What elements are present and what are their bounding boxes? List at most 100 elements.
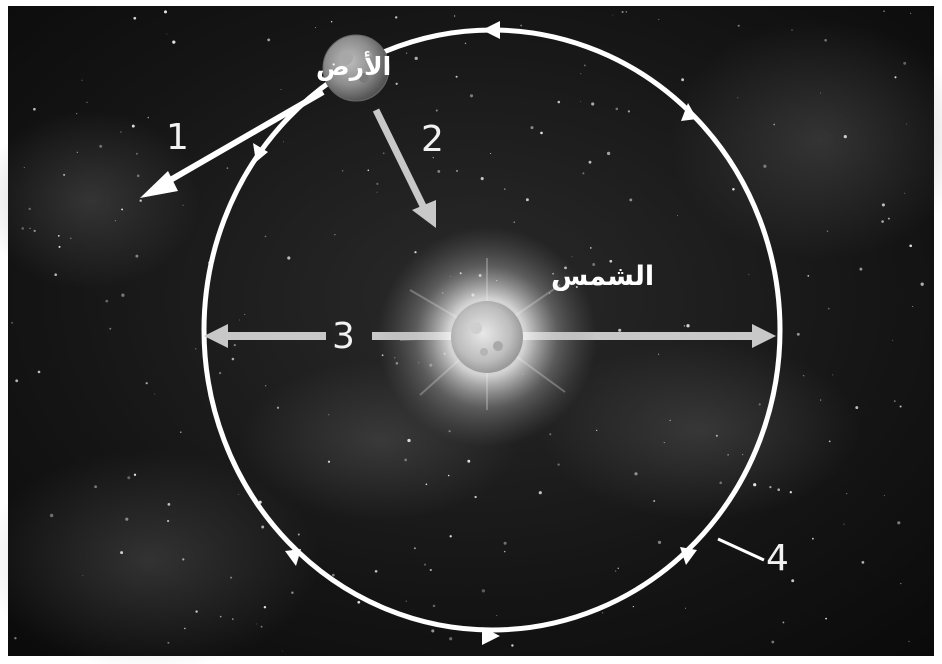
- star: [407, 438, 411, 443]
- star: [617, 567, 619, 569]
- star: [580, 101, 582, 102]
- star: [828, 440, 831, 443]
- star: [511, 644, 514, 647]
- star: [583, 64, 586, 67]
- star: [771, 640, 775, 644]
- star: [467, 459, 471, 463]
- star: [120, 551, 124, 555]
- star: [135, 152, 138, 155]
- star: [737, 24, 740, 27]
- star: [139, 199, 142, 202]
- star: [82, 575, 84, 577]
- star: [843, 134, 847, 139]
- star: [773, 123, 776, 126]
- star: [244, 313, 246, 315]
- arrowhead-icon: [482, 627, 500, 645]
- star: [900, 582, 902, 585]
- arrow-1-velocity: [140, 89, 325, 198]
- star: [629, 198, 633, 202]
- orbit-direction-arrows: [253, 21, 697, 645]
- star: [33, 107, 36, 111]
- star: [37, 370, 41, 374]
- star: [453, 15, 456, 17]
- diameter-3-label: 3: [332, 316, 355, 357]
- star: [715, 434, 718, 437]
- star: [86, 101, 88, 103]
- star: [789, 491, 792, 494]
- star: [843, 523, 845, 525]
- star: [663, 442, 665, 444]
- star: [615, 107, 619, 111]
- star: [903, 61, 907, 65]
- star: [232, 618, 234, 620]
- star: [557, 463, 560, 466]
- star: [796, 332, 800, 336]
- star: [769, 486, 772, 489]
- star: [413, 547, 416, 550]
- star: [824, 39, 827, 42]
- star: [414, 56, 418, 61]
- star: [681, 78, 685, 82]
- star: [367, 169, 370, 172]
- star: [127, 476, 131, 480]
- star: [133, 473, 137, 476]
- star: [658, 353, 660, 355]
- star: [76, 113, 78, 115]
- star: [76, 151, 78, 153]
- star: [167, 641, 170, 644]
- star: [437, 169, 441, 173]
- star: [525, 198, 529, 202]
- star: [449, 535, 452, 538]
- star: [627, 110, 631, 113]
- star: [908, 640, 910, 643]
- star: [881, 203, 885, 207]
- star: [753, 483, 757, 487]
- star: [481, 589, 486, 593]
- star: [63, 173, 66, 176]
- star: [812, 537, 814, 540]
- star: [21, 227, 25, 230]
- arrow-1-label: 1: [166, 117, 189, 158]
- star: [832, 374, 834, 376]
- star: [456, 169, 458, 172]
- star: [685, 607, 687, 609]
- star: [11, 321, 14, 324]
- star: [276, 406, 280, 409]
- star: [14, 636, 17, 640]
- star: [614, 570, 617, 572]
- star: [291, 591, 294, 594]
- star: [727, 454, 729, 456]
- star: [154, 393, 156, 395]
- star: [58, 245, 61, 248]
- star: [621, 10, 624, 14]
- star: [826, 230, 829, 232]
- star: [297, 533, 300, 536]
- star-field: [11, 10, 924, 652]
- star: [883, 494, 885, 496]
- arrowhead-icon: [681, 103, 697, 121]
- star: [239, 319, 241, 321]
- star: [612, 14, 614, 16]
- star: [109, 327, 112, 330]
- star: [634, 472, 638, 476]
- star: [503, 541, 507, 545]
- star: [431, 629, 435, 633]
- star: [424, 563, 426, 566]
- star: [653, 499, 656, 503]
- star: [180, 431, 182, 433]
- star: [530, 126, 534, 130]
- star: [256, 623, 258, 625]
- star: [376, 182, 379, 186]
- star: [590, 247, 592, 249]
- star: [588, 160, 592, 164]
- star: [591, 102, 595, 106]
- star: [906, 123, 908, 125]
- star: [182, 558, 185, 561]
- star: [281, 650, 283, 652]
- star: [496, 614, 498, 617]
- star: [280, 88, 282, 90]
- star: [357, 600, 361, 604]
- arrowhead-icon: [680, 547, 697, 565]
- star: [125, 517, 129, 521]
